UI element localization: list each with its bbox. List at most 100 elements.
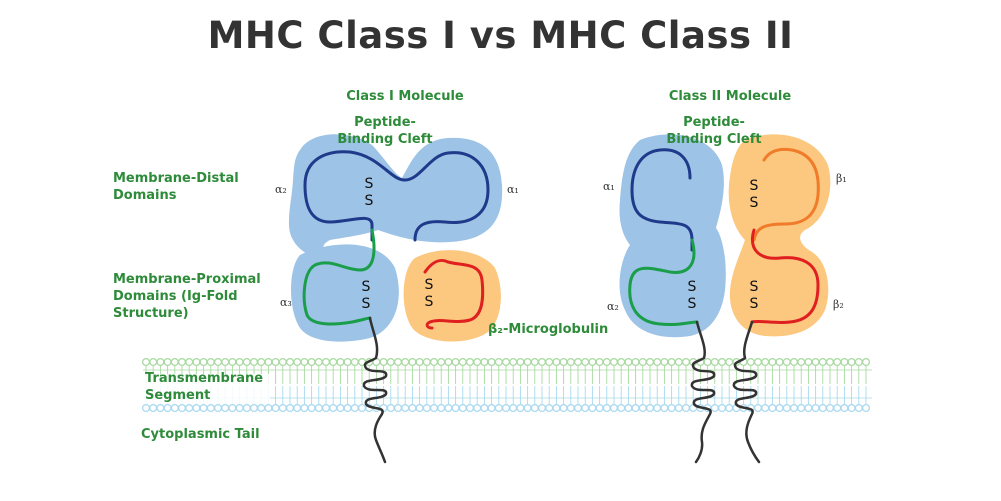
lipid-head (768, 357, 777, 367)
lipid-head (746, 357, 755, 367)
class2-alpha1-chain (630, 148, 694, 252)
lipid-head (149, 403, 158, 413)
class1-alpha3-domain (291, 244, 399, 342)
lipid-head (444, 403, 453, 413)
lipid-head (242, 403, 251, 413)
lipid-head (192, 357, 201, 367)
lipid-head (451, 357, 460, 367)
lipid-head (213, 403, 223, 413)
lipid-head (854, 403, 863, 413)
lipid-head (329, 357, 338, 367)
class2-beta-domain (728, 134, 831, 337)
class1-alpha2-disulfide-s2: S (364, 193, 374, 209)
lipid-head (530, 357, 539, 367)
class2-beta2-chain (750, 228, 820, 325)
lipid-head (278, 357, 287, 367)
lipid-head (833, 357, 842, 367)
lipid-head (552, 403, 561, 413)
lipid-head (422, 403, 431, 413)
lipid-head (393, 357, 403, 367)
lipid-head (660, 403, 669, 413)
cytoplasmic-tail-label: Cytoplasmic Tail (141, 427, 260, 442)
lipid-head (638, 357, 647, 367)
membrane-distal-label: Membrane-Distal Domains (113, 171, 239, 203)
lipid-head (458, 403, 467, 413)
lipid-head (624, 403, 633, 413)
lipid-head (775, 403, 784, 413)
lipid-head (415, 357, 424, 367)
lipid-head (811, 403, 820, 413)
lipid-head (285, 403, 295, 413)
lipid-head (509, 357, 518, 367)
lipid-head (710, 403, 719, 413)
lipid-head (249, 357, 259, 367)
class1-alpha2-label: α₂ (275, 183, 287, 196)
lipid-head (645, 357, 655, 367)
lipid-head (840, 403, 849, 413)
lipid-head (156, 403, 165, 413)
lipid-head (444, 357, 453, 367)
lipid-head (473, 403, 482, 413)
class1-alpha12-domain (288, 134, 503, 259)
class2-alpha1-label: α₁ (603, 180, 615, 193)
lipid-head (271, 357, 280, 367)
lipid-head (379, 357, 388, 367)
lipid-head (408, 403, 417, 413)
lipid-head (854, 357, 863, 367)
lipid-head (552, 357, 561, 367)
lipid-head (401, 403, 410, 413)
class1-heading: Class I Molecule (346, 89, 464, 104)
lipid-head (494, 403, 503, 413)
lipid-head (674, 357, 683, 367)
lipid-head (840, 357, 849, 367)
lipid-head (717, 403, 727, 413)
class2-alpha2-label: α₂ (607, 300, 619, 313)
lipid-head (415, 403, 424, 413)
lipid-head (523, 403, 532, 413)
lipid-head (761, 357, 770, 367)
lipid-head (581, 403, 590, 413)
lipid-head (271, 403, 280, 413)
lipid-head (185, 357, 194, 367)
lipid-head (631, 403, 640, 413)
lipid-head (293, 357, 302, 367)
lipid-head (487, 403, 496, 413)
lipid-head (573, 357, 583, 367)
class1-alpha12-chain (303, 150, 490, 242)
b2m-disulfide-s2: S (424, 294, 434, 310)
class2-beta1-label: β₁ (836, 172, 847, 185)
class1-alpha3-label: α₃ (280, 296, 292, 309)
membrane-outer-leaflet (141, 357, 871, 367)
membrane-proximal-label: Membrane-Proximal Domains (Ig-Fold Struc… (113, 272, 261, 321)
class2-alpha-domain (619, 134, 726, 338)
class2-beta1-disulfide-s1: S (749, 178, 759, 194)
class2-beta2-disulfide-s2: S (749, 296, 759, 312)
lipid-head (336, 357, 345, 367)
lipid-head (213, 357, 223, 367)
lipid-head (566, 357, 575, 367)
b2m-chain (423, 258, 485, 330)
lipid-head (595, 403, 604, 413)
lipid-head (307, 403, 316, 413)
lipid-head (797, 403, 806, 413)
lipid-head (437, 357, 446, 367)
lipid-head (321, 403, 331, 413)
lipid-head (681, 357, 691, 367)
lipid-head (545, 403, 554, 413)
lipid-head (494, 357, 503, 367)
lipid-head (753, 403, 763, 413)
lipid-head (516, 357, 525, 367)
lipid-head (235, 357, 244, 367)
lipid-head (653, 357, 662, 367)
lipid-head (480, 357, 489, 367)
lipid-head (242, 357, 251, 367)
class1-alpha2-disulfide-s1: S (364, 176, 374, 192)
lipid-head (667, 403, 676, 413)
lipid-head (761, 403, 770, 413)
class2-beta1-disulfide-s2: S (749, 195, 759, 211)
lipid-head (185, 403, 194, 413)
lipid-head (386, 357, 395, 367)
class2-alpha2-disulfide-s1: S (687, 279, 697, 295)
lipid-head (789, 403, 799, 413)
lipid-head (602, 403, 611, 413)
